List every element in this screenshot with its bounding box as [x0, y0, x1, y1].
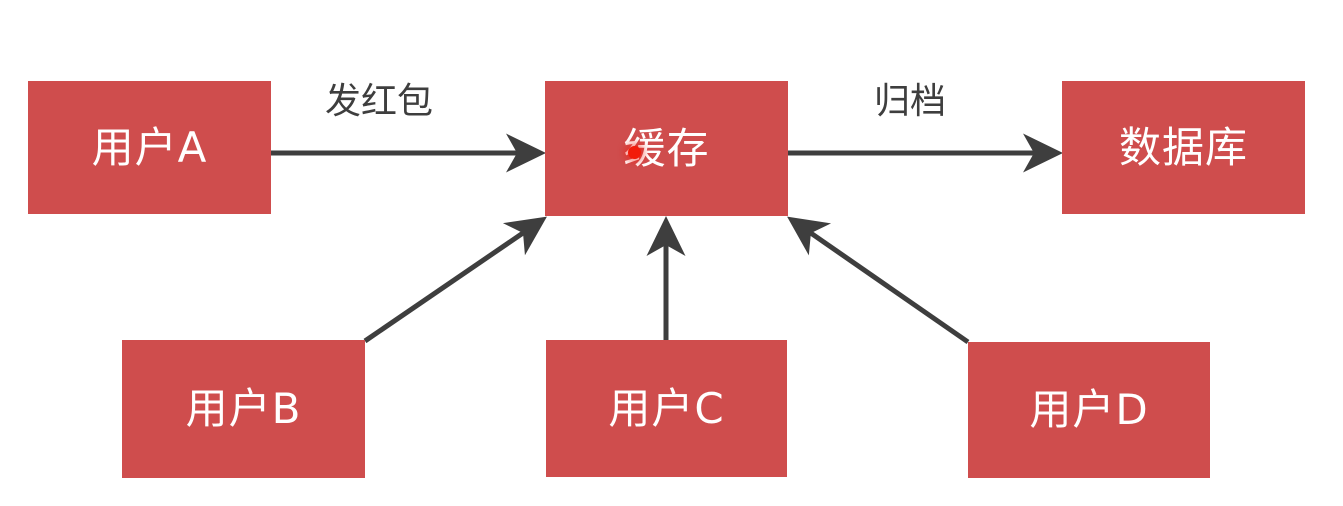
- node-user-b[interactable]: 用户B: [122, 340, 365, 478]
- node-user-d[interactable]: 用户D: [968, 342, 1210, 478]
- node-cache[interactable]: 缓存: [545, 81, 788, 216]
- node-user-b-label: 用户B: [185, 384, 302, 433]
- node-user-a-label: 用户A: [91, 122, 208, 172]
- node-user-a[interactable]: 用户A: [28, 81, 271, 214]
- node-user-c-label: 用户C: [608, 383, 725, 433]
- node-user-d-label: 用户D: [1029, 385, 1149, 434]
- node-user-c[interactable]: 用户C: [546, 340, 787, 477]
- arrow-user-b-to-cache: [363, 216, 547, 344]
- edge-label-send-red-packet: 发红包: [325, 81, 434, 122]
- edge-label-archive: 归档: [874, 81, 947, 122]
- node-database-label: 数据库: [1118, 122, 1248, 172]
- cursor-click-marker: [628, 146, 641, 159]
- node-database[interactable]: 数据库: [1062, 81, 1305, 214]
- arrow-user-d-to-cache: [787, 216, 970, 345]
